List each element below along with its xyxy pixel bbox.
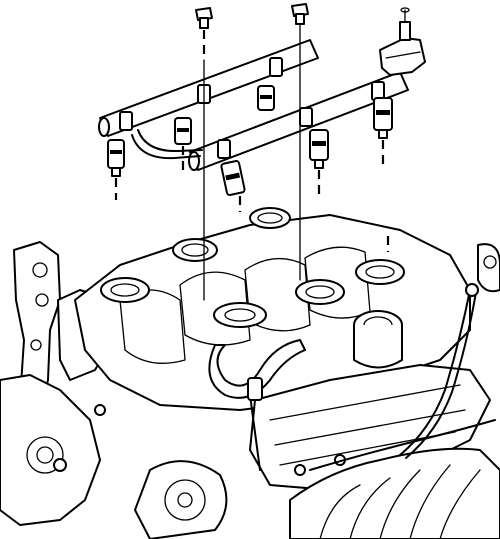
fuel-injector bbox=[257, 85, 275, 111]
rail-bolt bbox=[195, 7, 213, 301]
fuel-injectors bbox=[107, 85, 393, 196]
fuel-injector bbox=[107, 139, 125, 177]
rail-bolts bbox=[195, 3, 309, 301]
fuel-injector bbox=[174, 117, 192, 145]
fuel-injector-rail bbox=[98, 39, 409, 171]
alignment-lines bbox=[114, 140, 390, 252]
rail-bolt bbox=[291, 3, 309, 281]
engine-block bbox=[0, 207, 500, 539]
fuel-injector bbox=[309, 129, 329, 169]
fuel-injector bbox=[220, 160, 246, 196]
fuel-pressure-regulator bbox=[379, 7, 426, 76]
fuel-injector bbox=[373, 97, 393, 139]
